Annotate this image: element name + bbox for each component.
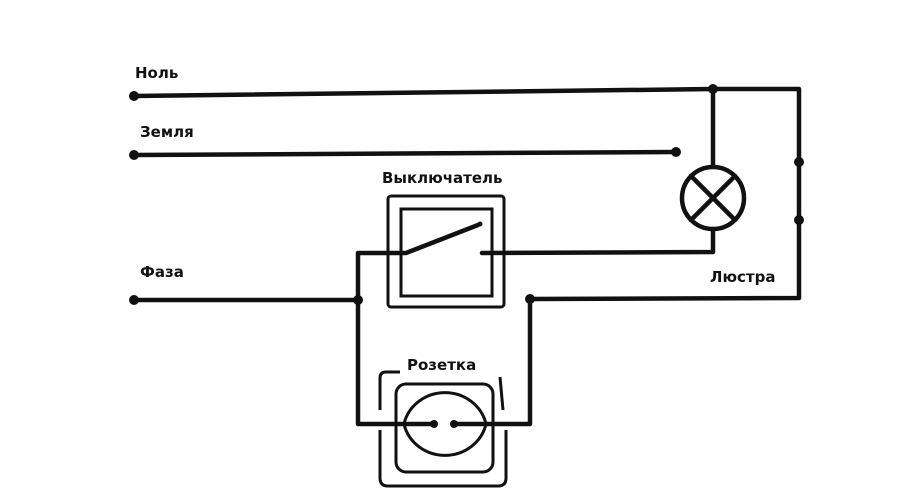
socket-wires bbox=[355, 294, 535, 427]
label-switch: Выключатель bbox=[382, 169, 503, 187]
socket bbox=[378, 370, 508, 488]
label-socket: Розетка bbox=[407, 356, 476, 374]
lamp bbox=[679, 86, 747, 232]
phase-wire bbox=[129, 295, 363, 305]
switch bbox=[355, 194, 716, 309]
neutral-wire bbox=[129, 84, 804, 302]
label-ground: Земля bbox=[140, 123, 194, 141]
label-lamp: Люстра bbox=[710, 268, 776, 286]
label-neutral: Ноль bbox=[135, 64, 178, 82]
label-phase: Фаза bbox=[140, 263, 184, 281]
ground-wire bbox=[129, 147, 681, 160]
